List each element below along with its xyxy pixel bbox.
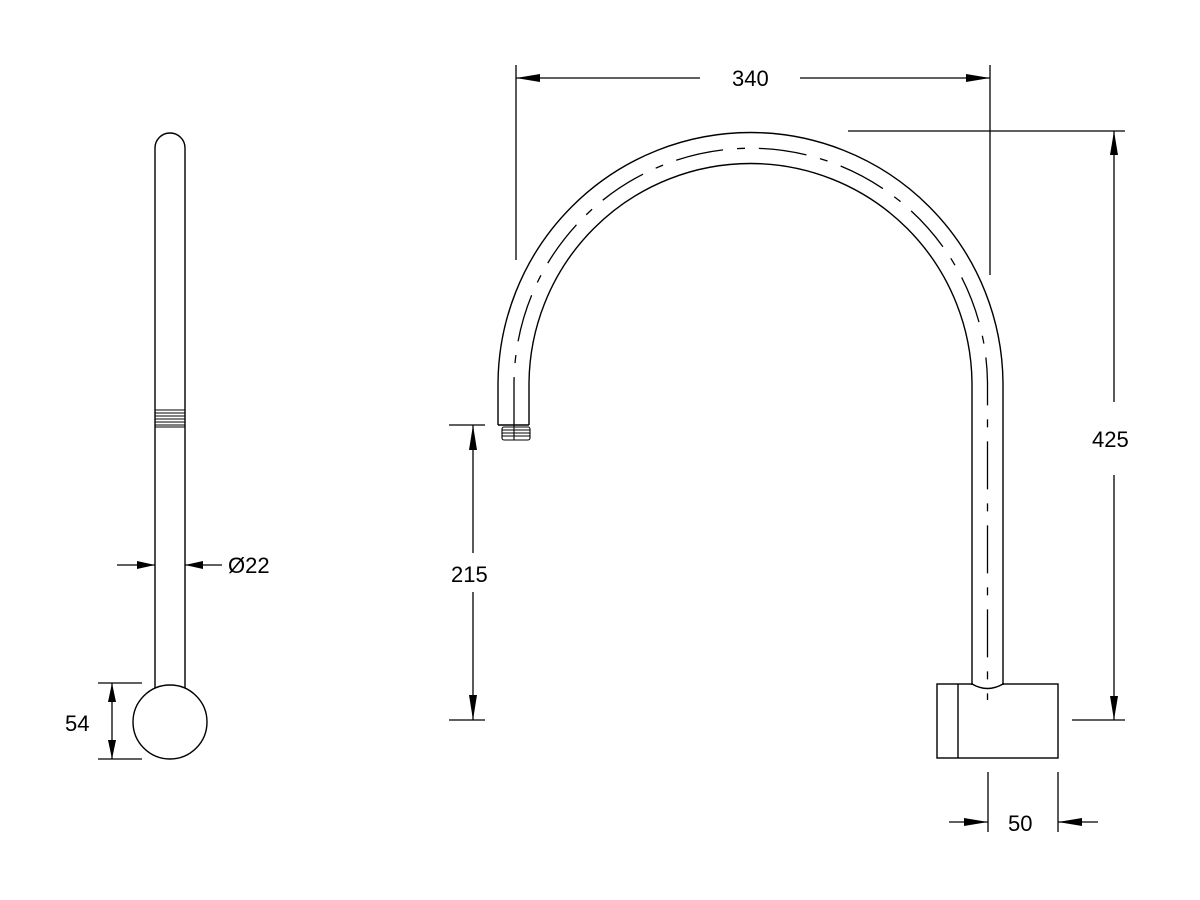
outlet-height-dimension bbox=[449, 424, 485, 721]
base-height-dimension bbox=[98, 682, 142, 760]
total-height-dimension bbox=[848, 130, 1125, 721]
spout-outer-contour bbox=[497, 131, 1004, 685]
width-dimension bbox=[515, 65, 991, 275]
diameter-label: Ø22 bbox=[228, 553, 270, 578]
side-tube-outline bbox=[154, 132, 186, 688]
base-offset-dimension bbox=[949, 772, 1098, 832]
width-label: 340 bbox=[732, 66, 769, 91]
outlet-height-label: 215 bbox=[451, 562, 488, 587]
label-bg bbox=[60, 708, 102, 738]
side-view: Ø22 54 bbox=[60, 132, 270, 760]
side-thread-icon bbox=[155, 409, 185, 428]
side-base-circle bbox=[132, 684, 208, 760]
spout-centerline bbox=[513, 147, 989, 700]
base-height-label: 54 bbox=[65, 711, 89, 736]
base-offset-label: 50 bbox=[1008, 811, 1032, 836]
front-view: 340 425 215 50 bbox=[449, 65, 1129, 836]
spout-inner-contour bbox=[528, 162, 973, 685]
diameter-dimension bbox=[117, 561, 222, 569]
outlet-thread-icon bbox=[501, 425, 531, 441]
wall-base-block bbox=[936, 682, 1059, 759]
total-height-label: 425 bbox=[1092, 427, 1129, 452]
